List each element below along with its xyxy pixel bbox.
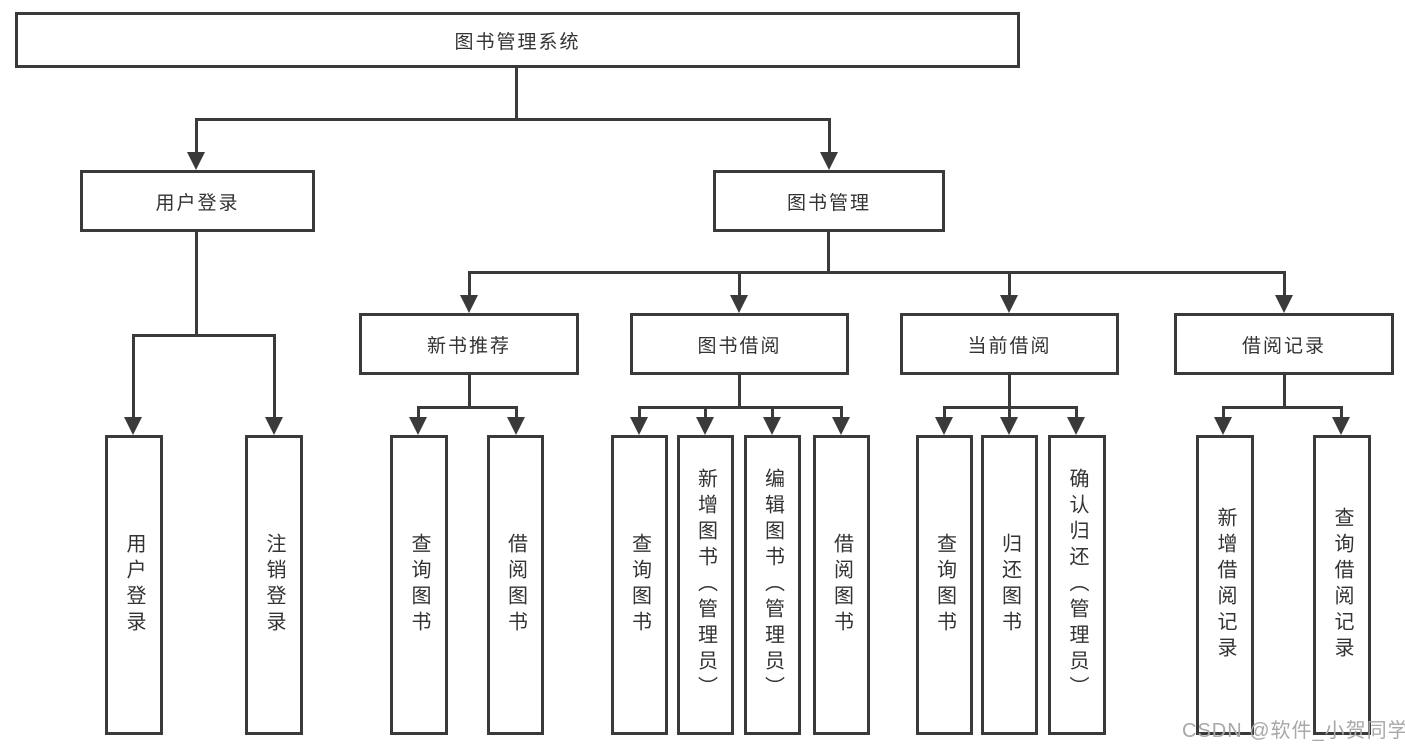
node-root: 图书管理系统	[15, 12, 1020, 68]
arrow-down-icon	[460, 295, 478, 313]
arrow-down-icon	[409, 417, 427, 435]
connector-stem	[468, 375, 471, 409]
arrow-down-icon	[1275, 295, 1293, 313]
node-root-label: 图书管理系统	[454, 31, 581, 53]
arrow-down-icon	[265, 417, 283, 435]
leaf-borrow-add-books-admin-label: 新增图书（管理员）	[694, 468, 717, 702]
leaf-record-add-record: 新增借阅记录	[1196, 435, 1254, 735]
leaf-current-return-books-label: 归还图书	[998, 533, 1021, 637]
leaf-logout-label: 注销登录	[263, 533, 285, 637]
arrow-down-icon	[1067, 417, 1085, 435]
node-borrow-record-label: 借阅记录	[1241, 335, 1326, 357]
leaf-recommend-query-books: 查询图书	[390, 435, 448, 735]
leaf-recommend-borrow-books: 借阅图书	[487, 435, 544, 735]
arrow-down-icon	[1000, 417, 1018, 435]
arrow-down-icon	[124, 417, 142, 435]
node-book-management: 图书管理	[713, 170, 945, 232]
csdn-watermark: CSDN @软件_小贺同学	[1182, 720, 1405, 742]
arrow-down-icon	[1000, 295, 1018, 313]
arrow-down-icon	[187, 152, 205, 170]
node-book-management-label: 图书管理	[786, 192, 871, 214]
node-new-book-recommend: 新书推荐	[359, 313, 579, 375]
leaf-borrow-borrow-books-label: 借阅图书	[830, 533, 853, 637]
connector-drop	[468, 271, 471, 297]
connector-drop	[771, 406, 774, 419]
arrow-down-icon	[630, 417, 648, 435]
connector-drop	[417, 406, 420, 419]
arrow-down-icon	[1214, 417, 1232, 435]
connector-drop	[943, 406, 946, 419]
connector-hbar	[1222, 406, 1343, 409]
connector-drop	[1283, 271, 1286, 297]
leaf-user-login: 用户登录	[105, 435, 163, 735]
leaf-current-confirm-return-admin-label: 确认归还（管理员）	[1066, 468, 1088, 702]
leaf-borrow-edit-books-admin: 编辑图书（管理员）	[744, 435, 801, 735]
leaf-recommend-borrow-books-label: 借阅图书	[504, 533, 527, 637]
connector-drop	[195, 118, 198, 154]
node-current-borrow: 当前借阅	[900, 313, 1119, 375]
leaf-current-query-books-label: 查询图书	[933, 533, 956, 637]
connector-hbar	[417, 406, 518, 409]
arrow-down-icon	[696, 417, 714, 435]
connector-stem	[738, 375, 741, 409]
connector-bookmgmt-stem	[827, 232, 830, 274]
connector-drop	[704, 406, 707, 419]
connector-bookmgmt-hbar	[468, 271, 1286, 274]
leaf-current-confirm-return-admin: 确认归还（管理员）	[1048, 435, 1106, 735]
connector-userlogin-stem	[195, 232, 198, 337]
connector-userlogin-hbar	[132, 334, 276, 337]
arrow-down-icon	[935, 417, 953, 435]
node-current-borrow-label: 当前借阅	[967, 335, 1052, 357]
connector-drop	[515, 406, 518, 419]
connector-drop	[1008, 271, 1011, 297]
connector-root-stem	[515, 68, 518, 120]
leaf-record-query-record-label: 查询借阅记录	[1331, 507, 1353, 663]
leaf-borrow-query-books: 查询图书	[611, 435, 668, 735]
leaf-record-add-record-label: 新增借阅记录	[1214, 507, 1236, 663]
arrow-down-icon	[832, 417, 850, 435]
connector-drop	[132, 334, 135, 419]
leaf-borrow-add-books-admin: 新增图书（管理员）	[677, 435, 734, 735]
leaf-borrow-query-books-label: 查询图书	[628, 533, 651, 637]
arrow-down-icon	[507, 417, 525, 435]
arrow-down-icon	[1332, 417, 1350, 435]
connector-drop	[840, 406, 843, 419]
connector-drop	[738, 271, 741, 297]
leaf-current-return-books: 归还图书	[981, 435, 1038, 735]
node-user-login: 用户登录	[80, 170, 315, 232]
arrow-down-icon	[763, 417, 781, 435]
leaf-logout: 注销登录	[245, 435, 303, 735]
leaf-recommend-query-books-label: 查询图书	[408, 533, 430, 637]
node-new-book-recommend-label: 新书推荐	[426, 335, 511, 357]
leaf-user-login-label: 用户登录	[123, 533, 145, 637]
leaf-current-query-books: 查询图书	[916, 435, 973, 735]
node-book-borrow: 图书借阅	[630, 313, 849, 375]
connector-drop	[1340, 406, 1343, 419]
arrow-down-icon	[820, 152, 838, 170]
node-book-borrow-label: 图书借阅	[697, 335, 782, 357]
connector-drop	[638, 406, 641, 419]
connector-drop	[1075, 406, 1078, 419]
node-borrow-record: 借阅记录	[1174, 313, 1394, 375]
connector-drop	[828, 118, 831, 154]
leaf-record-query-record: 查询借阅记录	[1313, 435, 1371, 735]
leaf-borrow-edit-books-admin-label: 编辑图书（管理员）	[761, 468, 784, 702]
node-user-login-label: 用户登录	[155, 192, 240, 214]
connector-stem	[1283, 375, 1286, 409]
connector-drop	[273, 334, 276, 419]
connector-root-hbar	[195, 118, 831, 121]
arrow-down-icon	[730, 295, 748, 313]
connector-drop	[1008, 406, 1011, 419]
connector-hbar	[638, 406, 843, 409]
leaf-borrow-borrow-books: 借阅图书	[813, 435, 870, 735]
connector-drop	[1222, 406, 1225, 419]
connector-stem	[1008, 375, 1011, 409]
